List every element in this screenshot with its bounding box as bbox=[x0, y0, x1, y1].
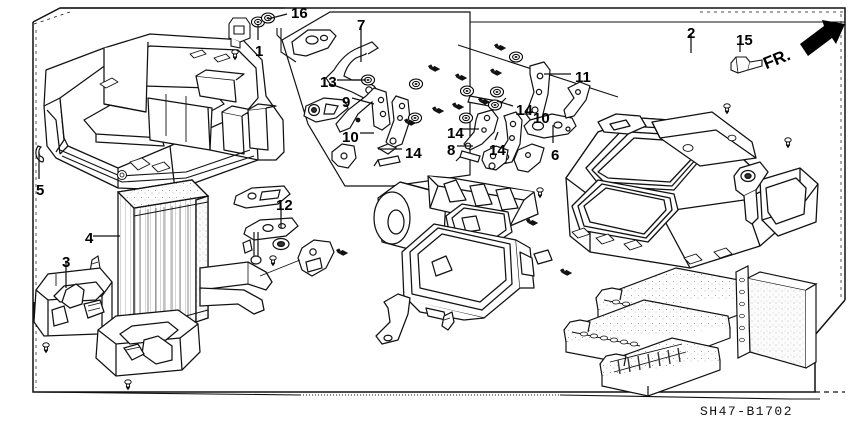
screw-r3 bbox=[454, 73, 468, 82]
fr-direction-arrow bbox=[800, 20, 845, 56]
callout-number-5: 5 bbox=[36, 182, 45, 199]
screw-housing-top bbox=[723, 103, 731, 115]
callout-number-9: 9 bbox=[342, 94, 351, 111]
blower-actuator-part-3 bbox=[33, 267, 113, 337]
callout-number-10: 10 bbox=[342, 129, 359, 146]
lever-8 bbox=[463, 109, 499, 151]
callout-number-15: 15 bbox=[736, 32, 753, 49]
grommet-r1 bbox=[489, 86, 505, 98]
lever-part-12 bbox=[233, 185, 299, 265]
grommet-detail-a bbox=[408, 78, 424, 90]
upper-heater-housing bbox=[565, 111, 819, 269]
screw-part-15 bbox=[730, 56, 763, 74]
callout-number-14: 14 bbox=[447, 125, 464, 142]
clip-center-duct bbox=[536, 187, 544, 199]
callout-number-12: 12 bbox=[276, 197, 293, 214]
screw-r4 bbox=[451, 102, 465, 111]
leader-line-16 bbox=[267, 13, 288, 20]
diagram-part-number: SH47-B1702 bbox=[700, 404, 794, 419]
screw-detail-a bbox=[427, 64, 441, 73]
clip-part-12 bbox=[269, 255, 277, 267]
callout-leader-lines bbox=[38, 13, 741, 288]
callout-number-13: 13 bbox=[320, 74, 337, 91]
lever-arm-9 bbox=[335, 87, 391, 133]
callout-number-7: 7 bbox=[357, 17, 366, 34]
rod-part-14-detail bbox=[373, 143, 401, 167]
callout-number-10: 10 bbox=[533, 110, 550, 127]
screw-above-filters bbox=[559, 268, 573, 277]
screw-housing-right bbox=[784, 137, 792, 149]
leader-line-14 bbox=[496, 100, 514, 107]
bracket-right-of-12 bbox=[259, 239, 335, 277]
callout-number-2: 2 bbox=[687, 25, 696, 42]
lever-bottom-cluster bbox=[481, 143, 545, 173]
lever-top-left-detail bbox=[291, 29, 337, 57]
core-plate-right bbox=[735, 265, 818, 369]
lever-6 bbox=[523, 113, 577, 139]
screw-r2 bbox=[489, 68, 503, 77]
callout-number-4: 4 bbox=[85, 230, 94, 247]
heater-core bbox=[116, 179, 210, 339]
screw-center-duct bbox=[525, 218, 539, 227]
lower-cover-tray bbox=[95, 309, 201, 377]
lower-heater-housing bbox=[43, 33, 285, 191]
screw-near-12 bbox=[335, 248, 349, 257]
fr-marker: FR. bbox=[761, 45, 795, 74]
screw-r1 bbox=[493, 43, 507, 52]
heater-core-pipes bbox=[199, 261, 273, 315]
detail-callout-leaders bbox=[276, 28, 297, 63]
callout-number-6: 6 bbox=[551, 147, 560, 164]
leader-line-9 bbox=[351, 97, 375, 105]
grommet-r2 bbox=[508, 51, 524, 63]
callout-number-11: 11 bbox=[575, 69, 591, 86]
clip-part-5 bbox=[35, 145, 45, 163]
center-duct-assembly bbox=[373, 175, 553, 345]
bracket-part-16-group bbox=[228, 17, 251, 49]
callout-number-14: 14 bbox=[489, 142, 506, 159]
callout-number-16: 16 bbox=[291, 5, 308, 22]
filter-plate-3 bbox=[599, 337, 721, 397]
clip-under-part-3 bbox=[42, 342, 50, 354]
leader-line-14 bbox=[494, 131, 499, 141]
callout-number-14: 14 bbox=[405, 145, 422, 162]
screw-detail-b bbox=[431, 106, 445, 115]
lever-11 bbox=[525, 61, 551, 123]
bracket-detail-lower bbox=[331, 143, 357, 169]
lever-mid-left-detail bbox=[303, 97, 349, 123]
lever-right-curved bbox=[563, 81, 591, 119]
grommet-r3 bbox=[459, 85, 475, 97]
grommet-r5 bbox=[458, 112, 474, 124]
callout-number-8: 8 bbox=[447, 142, 456, 159]
callout-number-14: 14 bbox=[516, 102, 533, 119]
callout-number-1: 1 bbox=[255, 43, 264, 60]
callout-number-3: 3 bbox=[62, 254, 71, 271]
clip-under-tray bbox=[124, 379, 132, 391]
